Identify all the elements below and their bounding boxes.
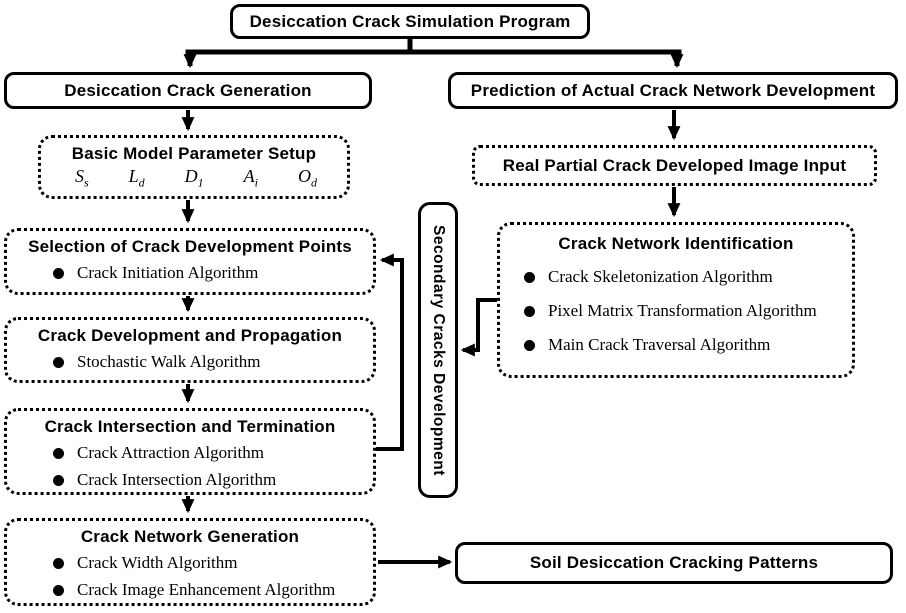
node-cracking-patterns: Soil Desiccation Cracking Patterns <box>455 542 893 584</box>
node-intersection-termination: Crack Intersection and Termination Crack… <box>4 408 376 495</box>
box-title: Crack Intersection and Termination <box>44 417 336 436</box>
bullet-label: Crack Image Enhancement Algorithm <box>77 580 336 600</box>
node-network-generation: Crack Network Generation Crack Width Alg… <box>4 518 376 606</box>
bullet-label: Pixel Matrix Transformation Algorithm <box>548 301 817 321</box>
bullet-icon <box>524 271 535 283</box>
box-title: Selection of Crack Development Points <box>28 237 352 256</box>
box-title: Prediction of Actual Crack Network Devel… <box>470 80 876 100</box>
box-title: Crack Development and Propagation <box>37 326 343 345</box>
bullet-icon <box>53 584 64 596</box>
node-secondary-cracks: Secondary Cracks Development <box>418 202 458 498</box>
arrow-feedback-loop <box>376 253 404 451</box>
box-title: Crack Network Identification <box>558 234 794 253</box>
param-symbol: Ld <box>128 166 145 190</box>
bullet-icon <box>53 474 64 486</box>
box-title: Desiccation Crack Simulation Program <box>249 11 571 31</box>
list-item: Crack Intersection Algorithm <box>53 469 373 491</box>
bullet-label: Crack Initiation Algorithm <box>77 263 259 283</box>
list-item: Crack Skeletonization Algorithm <box>524 266 852 288</box>
list-item: Crack Image Enhancement Algorithm <box>53 579 373 601</box>
box-title: Crack Network Generation <box>80 527 300 546</box>
box-title: Basic Model Parameter Setup <box>71 144 317 163</box>
bullet-label: Crack Intersection Algorithm <box>77 470 277 490</box>
parameter-row: Ss Ld D1 Ai Od <box>41 164 347 191</box>
list-item: Crack Width Algorithm <box>53 552 373 574</box>
param-symbol: Ai <box>243 166 258 190</box>
bullet-icon <box>53 267 64 279</box>
bullet-label: Stochastic Walk Algorithm <box>77 352 261 372</box>
bullet-icon <box>524 339 535 351</box>
node-development-propagation: Crack Development and Propagation Stocha… <box>4 317 376 383</box>
box-title: Desiccation Crack Generation <box>64 80 312 100</box>
bullet-label: Crack Skeletonization Algorithm <box>548 267 773 287</box>
node-simulation-program: Desiccation Crack Simulation Program <box>230 4 590 39</box>
list-item: Stochastic Walk Algorithm <box>53 351 373 373</box>
bullet-icon <box>524 305 535 317</box>
arrow-ident-to-secondary <box>460 298 497 357</box>
box-title: Soil Desiccation Cracking Patterns <box>529 553 819 573</box>
list-item: Crack Initiation Algorithm <box>53 262 373 284</box>
list-item: Crack Attraction Algorithm <box>53 442 373 464</box>
node-selection-points: Selection of Crack Development Points Cr… <box>4 228 376 295</box>
param-symbol: Od <box>297 166 317 190</box>
param-symbol: D1 <box>184 166 204 190</box>
node-network-identification: Crack Network Identification Crack Skele… <box>497 222 855 378</box>
bullet-label: Crack Width Algorithm <box>77 553 238 573</box>
list-item: Pixel Matrix Transformation Algorithm <box>524 300 852 322</box>
bullet-icon <box>53 447 64 459</box>
bullet-icon <box>53 356 64 368</box>
box-title: Secondary Cracks Development <box>430 224 447 476</box>
bullet-label: Crack Attraction Algorithm <box>77 443 264 463</box>
node-crack-generation: Desiccation Crack Generation <box>4 72 372 109</box>
node-prediction-development: Prediction of Actual Crack Network Devel… <box>448 72 898 109</box>
node-parameter-setup: Basic Model Parameter Setup Ss Ld D1 Ai … <box>38 135 350 199</box>
box-title: Real Partial Crack Developed Image Input <box>502 155 847 175</box>
bullet-icon <box>53 557 64 569</box>
param-symbol: Ss <box>75 166 89 190</box>
node-image-input: Real Partial Crack Developed Image Input <box>472 145 877 186</box>
bullet-label: Main Crack Traversal Algorithm <box>548 335 771 355</box>
list-item: Main Crack Traversal Algorithm <box>524 334 852 356</box>
